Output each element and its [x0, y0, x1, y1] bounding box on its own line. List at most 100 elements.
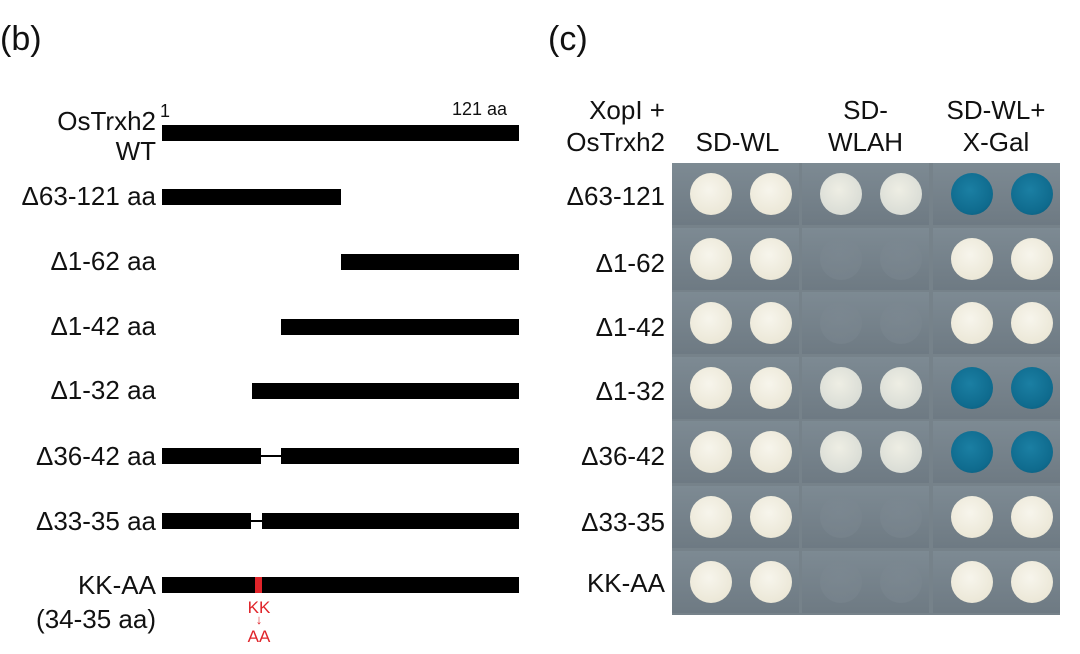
plate-cell-sd-wlah: [802, 421, 929, 483]
row-label-d63-121: Δ63-121: [566, 181, 665, 211]
yeast-spot-white: [690, 238, 732, 280]
plate-cell-sd-wl-xgal: [933, 486, 1060, 548]
yeast-spot-white: [951, 561, 993, 603]
bar-d1-42: [281, 319, 519, 335]
construct-label-d1-42: Δ1-42 aa: [50, 311, 156, 341]
column-header-sd-wl: SD-WL: [695, 127, 780, 157]
bar-d33-35-right: [262, 513, 519, 529]
plate-cell-sd-wl: [672, 292, 799, 354]
plate-cell-sd-wlah: [802, 228, 929, 290]
bar-wt: [162, 125, 519, 141]
construct-label-d63-121: Δ63-121 aa: [21, 181, 156, 211]
bar-d33-35-left: [162, 513, 251, 529]
yeast-spot-blue: [951, 173, 993, 215]
yeast-spot-blue: [951, 431, 993, 473]
plate-cell-sd-wlah: [802, 163, 929, 225]
mutation-arrow: ↓: [255, 612, 263, 627]
yeast-spot-white: [750, 367, 792, 409]
yeast-spot-blue: [951, 367, 993, 409]
column-header-sd-wl-xgal: SD-WL+ X-Gal: [946, 95, 1046, 157]
panel-b-label: (b): [0, 20, 42, 58]
bar-kk-aa: [162, 577, 519, 593]
yeast-spot-white: [750, 173, 792, 215]
yeast-spot-faint: [880, 238, 922, 280]
construct-label-kk-aa: KK-AA (34-35 aa): [36, 570, 156, 634]
yeast-spot-faint: [820, 238, 862, 280]
yeast-spot-white: [690, 496, 732, 538]
yeast-spot-pale: [820, 173, 862, 215]
mutation-bottom-label: AA: [247, 627, 271, 646]
mutation-top-label: KK: [247, 598, 271, 617]
yeast-spot-white: [750, 496, 792, 538]
yeast-spot-white: [690, 367, 732, 409]
plate-cell-sd-wl-xgal: [933, 357, 1060, 419]
plate-cell-sd-wl: [672, 551, 799, 613]
yeast-spot-white: [750, 238, 792, 280]
yeast-spot-white: [690, 173, 732, 215]
yeast-spot-pale: [820, 431, 862, 473]
linker-d33-35: [251, 520, 262, 522]
construct-label-d1-62: Δ1-62 aa: [50, 246, 156, 276]
plate-cell-sd-wlah: [802, 551, 929, 613]
yeast-spot-white: [1011, 238, 1053, 280]
yeast-spot-blue: [1011, 431, 1053, 473]
yeast-spot-pale: [880, 431, 922, 473]
yeast-spot-white: [951, 496, 993, 538]
yeast-spot-faint: [880, 561, 922, 603]
construct-label-d33-35: Δ33-35 aa: [35, 506, 156, 536]
end-tick: 121 aa: [452, 99, 508, 119]
plate-cell-sd-wlah: [802, 292, 929, 354]
row-label-d36-42: Δ36-42: [581, 441, 665, 471]
plate-cell-sd-wl-xgal: [933, 163, 1060, 225]
yeast-spot-white: [690, 431, 732, 473]
row-label-d33-35: Δ33-35: [581, 507, 665, 537]
yeast-spot-blue: [1011, 367, 1053, 409]
plate-cell-sd-wl-xgal: [933, 551, 1060, 613]
bar-d36-42-right: [281, 448, 519, 464]
plate-cell-sd-wl: [672, 163, 799, 225]
yeast-spot-white: [690, 561, 732, 603]
yeast-spot-white: [951, 238, 993, 280]
row-label-d1-32: Δ1-32: [595, 376, 665, 406]
plate-cell-sd-wl: [672, 357, 799, 419]
yeast-spot-pale: [880, 173, 922, 215]
plate-cell-sd-wlah: [802, 486, 929, 548]
yeast-plate-grid: [672, 163, 1060, 615]
plate-cell-sd-wlah: [802, 357, 929, 419]
plate-cell-sd-wl: [672, 421, 799, 483]
row-label-kk-aa: KK-AA: [586, 568, 665, 598]
linker-d36-42: [261, 455, 281, 457]
bar-d36-42-left: [162, 448, 261, 464]
plate-cell-sd-wl-xgal: [933, 228, 1060, 290]
yeast-spot-faint: [820, 561, 862, 603]
yeast-spot-white: [1011, 496, 1053, 538]
yeast-spot-pale: [880, 367, 922, 409]
yeast-spot-white: [1011, 561, 1053, 603]
plate-cell-sd-wl: [672, 486, 799, 548]
yeast-spot-white: [750, 561, 792, 603]
start-tick: 1: [160, 101, 171, 121]
bar-d1-32: [252, 383, 519, 399]
yeast-spot-blue: [1011, 173, 1053, 215]
yeast-spot-white: [750, 431, 792, 473]
yeast-spot-faint: [880, 302, 922, 344]
yeast-spot-white: [951, 302, 993, 344]
yeast-spot-faint: [880, 496, 922, 538]
construct-label-wt: OsTrxh2 WT: [57, 106, 156, 166]
yeast-spot-white: [750, 302, 792, 344]
construct-label-d36-42: Δ36-42 aa: [35, 441, 156, 471]
plate-cell-sd-wl-xgal: [933, 292, 1060, 354]
plate-cell-sd-wl: [672, 228, 799, 290]
yeast-spot-white: [690, 302, 732, 344]
plate-cell-sd-wl-xgal: [933, 421, 1060, 483]
row-header: XopI + OsTrxh2: [566, 95, 665, 157]
panel-c-label: (c): [548, 20, 588, 58]
construct-label-d1-32: Δ1-32 aa: [50, 375, 156, 405]
yeast-spot-white: [1011, 302, 1053, 344]
yeast-spot-pale: [820, 367, 862, 409]
row-label-d1-62: Δ1-62: [595, 248, 665, 278]
mutation-site-marker: [255, 577, 262, 593]
bar-d1-62: [341, 254, 519, 270]
yeast-spot-faint: [820, 496, 862, 538]
row-label-d1-42: Δ1-42: [595, 312, 665, 342]
